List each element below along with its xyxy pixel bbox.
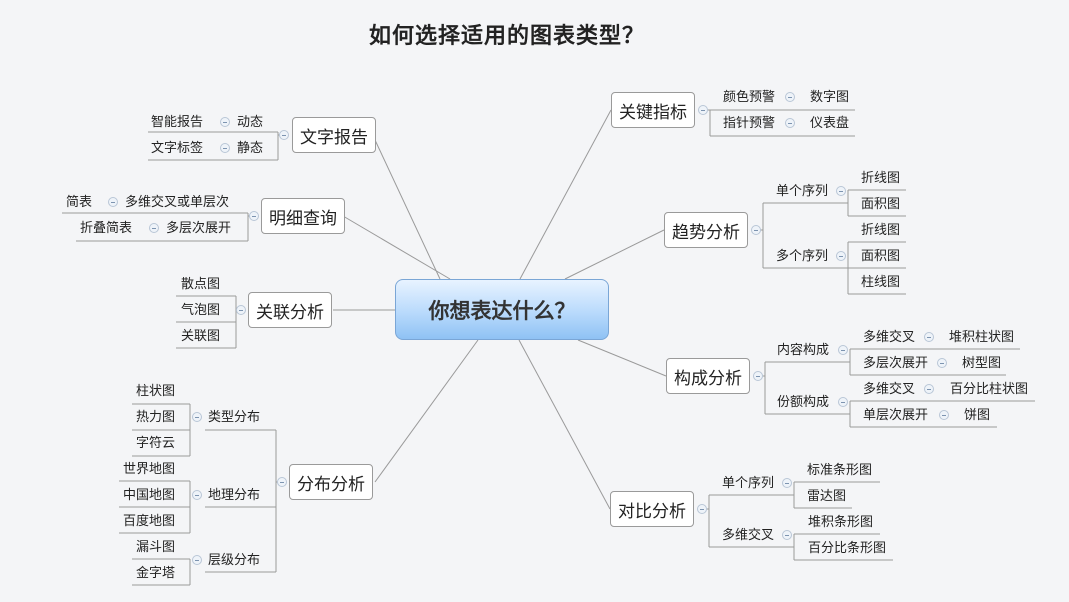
topic-comparison[interactable]: 对比分析 <box>610 491 694 527</box>
collapse-toggle-icon[interactable] <box>937 358 947 368</box>
key-metric-item-1: 颜色预警 <box>723 90 776 105</box>
detail-query-item-2: 折叠简表 <box>80 221 133 236</box>
comparison-g1-item-1: 标准条形图 <box>807 463 873 478</box>
distribution-group-3: 层级分布 <box>208 553 261 568</box>
composition-g1-item-1: 多维交叉 <box>863 330 916 345</box>
comparison-group-1: 单个序列 <box>722 476 775 491</box>
composition-group-1: 内容构成 <box>777 343 830 358</box>
collapse-toggle-icon[interactable] <box>249 211 259 221</box>
topic-distribution[interactable]: 分布分析 <box>289 464 373 500</box>
collapse-toggle-icon[interactable] <box>220 143 230 153</box>
composition-g2-item-2: 单层次展开 <box>863 408 929 423</box>
topic-trend[interactable]: 趋势分析 <box>664 212 748 248</box>
trend-g2-item-2: 面积图 <box>861 249 901 264</box>
collapse-toggle-icon[interactable] <box>924 384 934 394</box>
trend-group-1: 单个序列 <box>776 184 829 199</box>
composition-g1-chart-2: 树型图 <box>962 356 1002 371</box>
comparison-g1-item-2: 雷达图 <box>807 489 847 504</box>
connector-line <box>577 339 667 377</box>
collapse-toggle-icon[interactable] <box>782 478 792 488</box>
distribution-group-2: 地理分布 <box>208 488 261 503</box>
collapse-toggle-icon[interactable] <box>785 92 795 102</box>
topic-key-metric[interactable]: 关键指标 <box>611 92 695 128</box>
collapse-toggle-icon[interactable] <box>924 332 934 342</box>
correlation-item-3: 关联图 <box>181 329 221 344</box>
distribution-g2-item-2: 中国地图 <box>123 488 176 503</box>
text-report-type-2: 静态 <box>237 141 264 156</box>
text-report-item-1: 智能报告 <box>151 115 204 130</box>
distribution-g3-item-1: 漏斗图 <box>136 540 176 555</box>
collapse-toggle-icon[interactable] <box>192 555 202 565</box>
topic-detail-query[interactable]: 明细查询 <box>261 198 345 234</box>
collapse-toggle-icon[interactable] <box>192 412 202 422</box>
collapse-toggle-icon[interactable] <box>785 118 795 128</box>
comparison-g2-item-2: 百分比条形图 <box>808 541 887 556</box>
topic-correlation[interactable]: 关联分析 <box>248 292 332 328</box>
trend-group-2: 多个序列 <box>776 249 829 264</box>
collapse-toggle-icon[interactable] <box>838 345 848 355</box>
trend-g2-item-1: 折线图 <box>861 223 901 238</box>
detail-query-item-1: 简表 <box>66 195 93 210</box>
collapse-toggle-icon[interactable] <box>836 186 846 196</box>
text-report-type-1: 动态 <box>237 115 264 130</box>
collapse-toggle-icon[interactable] <box>698 105 708 115</box>
comparison-group-2: 多维交叉 <box>722 528 775 543</box>
topic-composition[interactable]: 构成分析 <box>666 358 750 394</box>
trend-g1-item-2: 面积图 <box>861 197 901 212</box>
key-metric-item-2: 指针预警 <box>723 116 776 131</box>
collapse-toggle-icon[interactable] <box>220 117 230 127</box>
distribution-g1-item-1: 柱状图 <box>136 384 176 399</box>
distribution-g2-item-3: 百度地图 <box>123 514 176 529</box>
connector-line <box>519 109 612 280</box>
distribution-g3-item-2: 金字塔 <box>136 566 176 581</box>
text-report-item-2: 文字标签 <box>151 141 204 156</box>
connector-line <box>342 215 451 280</box>
key-metric-chart-2: 仪表盘 <box>810 116 850 131</box>
distribution-group-1: 类型分布 <box>208 410 261 425</box>
connector-line <box>374 339 479 483</box>
trend-g1-item-1: 折线图 <box>861 171 901 186</box>
collapse-toggle-icon[interactable] <box>108 197 118 207</box>
collapse-toggle-icon[interactable] <box>236 305 246 315</box>
collapse-toggle-icon[interactable] <box>279 130 289 140</box>
key-metric-chart-1: 数字图 <box>810 90 850 105</box>
composition-g2-chart-1: 百分比柱状图 <box>950 382 1029 397</box>
distribution-g1-item-2: 热力图 <box>136 410 176 425</box>
distribution-g1-item-3: 字符云 <box>136 436 176 451</box>
detail-query-type-2: 多层次展开 <box>166 221 232 236</box>
trend-g2-item-3: 柱线图 <box>861 275 901 290</box>
collapse-toggle-icon[interactable] <box>751 225 761 235</box>
topic-text-report[interactable]: 文字报告 <box>292 117 376 153</box>
composition-g1-chart-1: 堆积柱状图 <box>949 330 1015 345</box>
collapse-toggle-icon[interactable] <box>697 504 707 514</box>
comparison-g2-item-1: 堆积条形图 <box>808 515 874 530</box>
composition-g2-chart-2: 饼图 <box>964 408 991 423</box>
collapse-toggle-icon[interactable] <box>277 477 287 487</box>
detail-query-type-1: 多维交叉或单层次 <box>125 195 230 210</box>
collapse-toggle-icon[interactable] <box>753 371 763 381</box>
central-topic[interactable]: 你想表达什么？ <box>395 279 609 340</box>
correlation-item-2: 气泡图 <box>181 303 221 318</box>
page-title: 如何选择适用的图表类型？ <box>368 24 645 49</box>
collapse-toggle-icon[interactable] <box>939 410 949 420</box>
distribution-g2-item-1: 世界地图 <box>123 462 176 477</box>
correlation-item-1: 散点图 <box>181 277 221 292</box>
collapse-toggle-icon[interactable] <box>192 490 202 500</box>
collapse-toggle-icon[interactable] <box>782 530 792 540</box>
collapse-toggle-icon[interactable] <box>838 397 848 407</box>
connector-line <box>564 229 665 280</box>
composition-group-2: 份额构成 <box>777 395 830 410</box>
collapse-toggle-icon[interactable] <box>836 251 846 261</box>
connector-line <box>518 339 611 510</box>
collapse-toggle-icon[interactable] <box>149 223 159 233</box>
composition-g1-item-2: 多层次展开 <box>863 356 929 371</box>
connector-line <box>374 139 441 280</box>
composition-g2-item-1: 多维交叉 <box>863 382 916 397</box>
